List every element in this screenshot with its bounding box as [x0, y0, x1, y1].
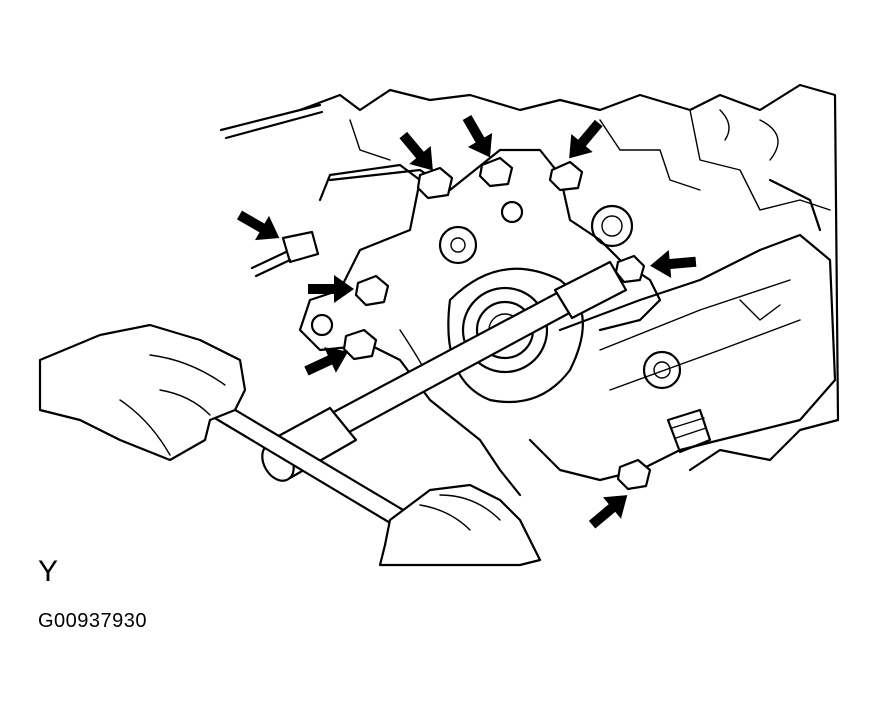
arrow-icon [236, 210, 280, 241]
arrow-icon [462, 114, 493, 158]
view-letter-label: Y [38, 555, 59, 588]
bolt-left-middle [354, 274, 390, 307]
arrow-icon [399, 131, 433, 171]
arrow-icon [650, 250, 697, 278]
stud-left [281, 230, 320, 264]
right-hand [378, 483, 542, 567]
arrow-icon [588, 495, 628, 529]
engine-block-outline [219, 83, 840, 497]
bolt-upper-left [416, 166, 454, 200]
pointer-arrows [236, 114, 697, 529]
left-hand [38, 323, 247, 462]
arrow-icon [308, 275, 354, 303]
bolt-upper-middle [478, 156, 514, 188]
figure-id-label: G00937930 [38, 610, 148, 632]
bolt-pump-lower [616, 458, 652, 491]
pump-housing [528, 178, 837, 482]
bolt-upper-right [548, 160, 584, 192]
timing-cover [310, 148, 662, 404]
arrow-icon [569, 119, 603, 159]
bolts [250, 156, 652, 491]
bolt-left-lower [342, 328, 378, 361]
arrow-icon [304, 347, 349, 376]
t-handle [196, 390, 422, 538]
